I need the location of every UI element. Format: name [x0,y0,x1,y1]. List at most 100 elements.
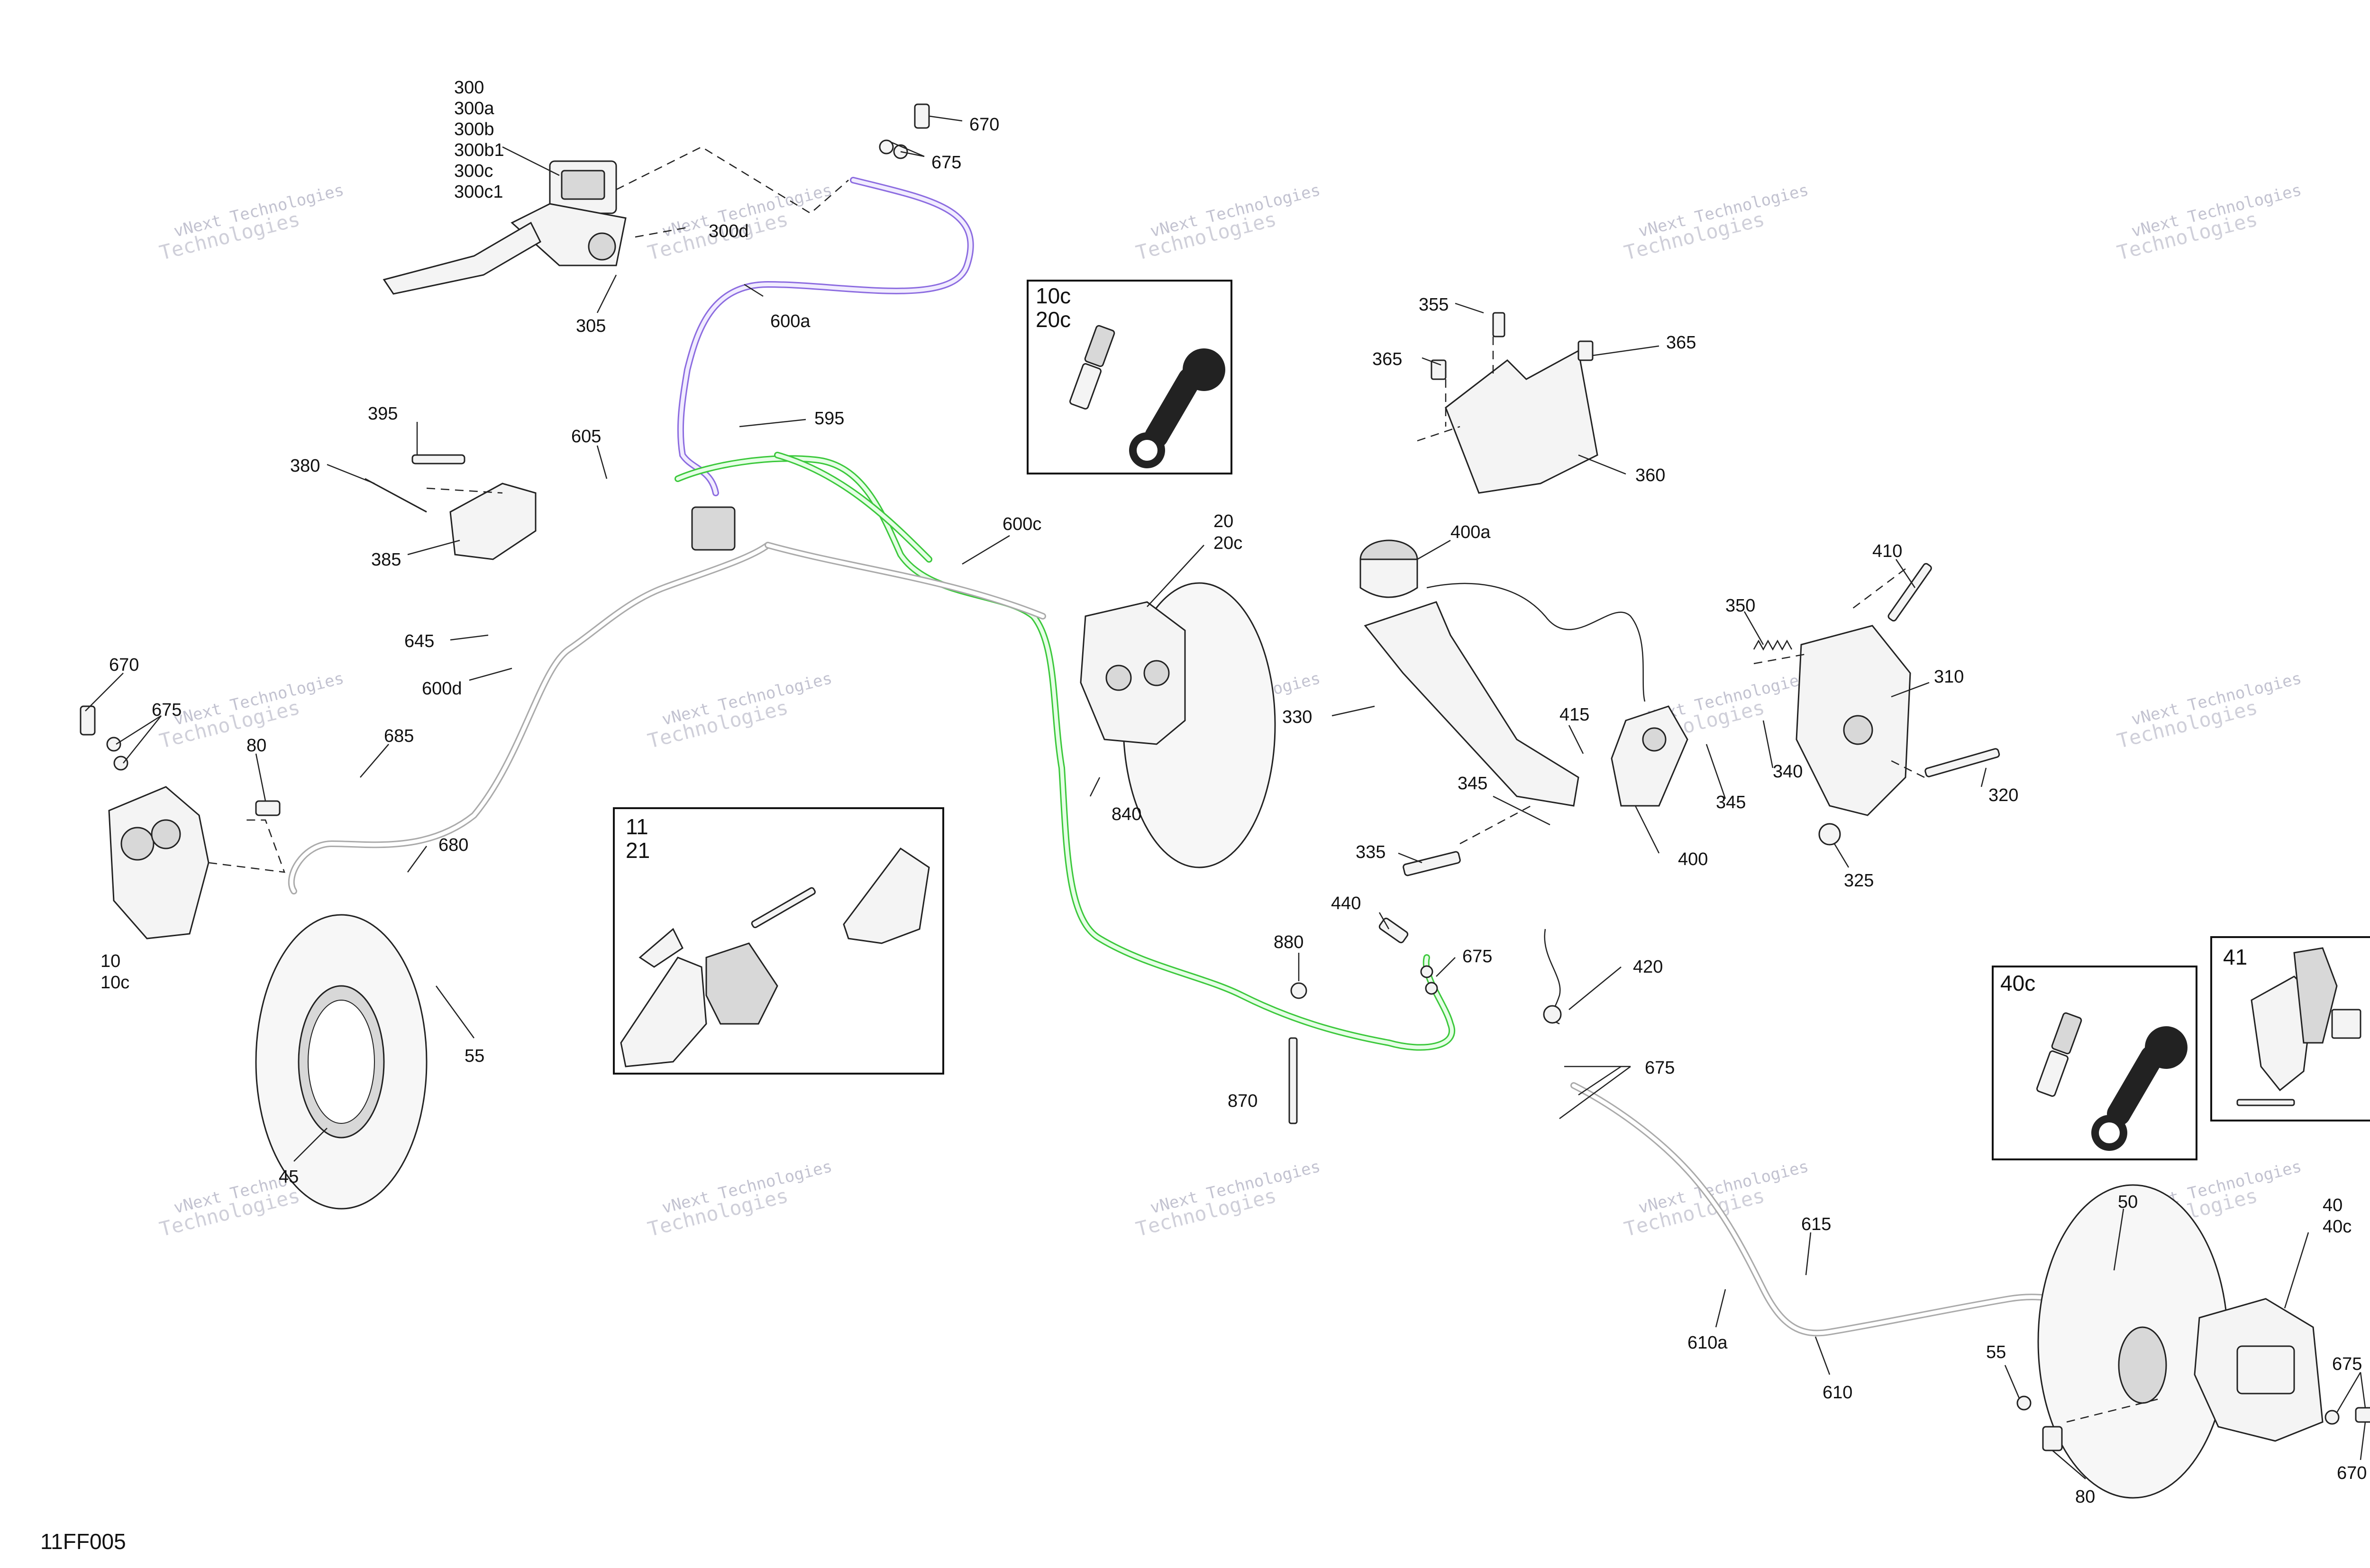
callout-310: 310 [1934,667,1964,687]
inset-label-41: 41 [2223,945,2247,969]
callout-50: 50 [2118,1192,2138,1212]
callout-320: 320 [1988,785,2018,805]
callout-300d: 300d [709,221,749,241]
callout-385: 385 [371,550,401,570]
wheel-speed-sensor-420 [1543,929,1562,1025]
callout-350: 350 [1725,596,1755,616]
callout-10: 10 [100,951,120,971]
callout-355: 355 [1419,295,1449,315]
reservoir-400a [1359,539,1646,702]
hose-600c [675,452,1455,1051]
rear-caliper-40 [2016,1298,2370,1451]
callout-300b: 300b [454,119,494,139]
callout-615: 615 [1801,1214,1831,1234]
inset-bleeder-rear: 40c [1992,966,2197,1160]
spring-350 [1753,639,1793,651]
callout-600a: 600a [770,311,811,331]
callout-600d: 600d [422,679,462,699]
brake-pad-icon [620,847,930,1067]
watermark: vNext Technologies Technologies [157,181,346,264]
callout-300c1: 300c1 [454,182,503,202]
callout-610: 610 [1823,1383,1852,1403]
watermark: vNext Technologies Technologies [1622,181,1810,264]
callout-20: 20 [1213,511,1233,531]
hose-600d [288,542,1046,894]
callout-300b1: 300b1 [454,140,504,160]
watermark: vNext Technologies Technologies [1622,1157,1810,1241]
hose-junction-block [691,506,736,551]
callout-345-right: 345 [1716,793,1746,812]
callout-400: 400 [1678,849,1708,869]
callout-40c: 40c [2323,1217,2352,1237]
callout-325: 325 [1844,871,1874,891]
bolts [1403,563,2000,876]
inset-label-40c: 40c [2000,971,2035,995]
watermark: vNext Technologies Technologies [1133,181,1322,264]
rear-master-cylinder-400 [1611,705,1688,807]
callout-400a: 400a [1450,522,1491,542]
bleeder-cap-icon [1129,348,1225,468]
watermark: vNext Technologies Technologies [1133,1157,1322,1241]
callout-420: 420 [1633,957,1663,977]
callout-365-right: 365 [1666,333,1696,353]
pin-870 [1288,982,1307,1124]
callout-55-right: 55 [1986,1342,2006,1362]
watermark: vNext Technologies Technologies [645,1157,834,1241]
callout-365-left: 365 [1372,349,1402,369]
callout-880: 880 [1274,932,1304,952]
callout-55-left: 55 [465,1046,484,1066]
callout-870: 870 [1228,1091,1258,1111]
inset-bleeder-front: 10c 20c [1027,280,1232,474]
callout-20c: 20c [1213,533,1242,553]
watermark: vNext Technologies Technologies [2115,669,2303,753]
inset-label-11: 11 [626,814,648,839]
leader-lines [85,115,2366,1479]
callout-45: 45 [279,1167,299,1187]
callout-300: 300 [454,78,484,98]
callout-675-sensor: 675 [1645,1058,1675,1078]
callout-80-right: 80 [2075,1487,2095,1507]
bleeder-screw-icon [1069,325,1115,410]
callout-675-left: 675 [152,700,182,720]
callout-300c: 300c [454,161,493,181]
callout-360: 360 [1635,465,1665,485]
brake-hoses [288,177,2165,1359]
hose-600a [677,177,974,496]
callout-595: 595 [814,409,844,428]
bracket-385 [365,454,537,560]
front-disc-20 [1080,582,1276,868]
callout-840: 840 [1112,804,1141,824]
inset-label-21: 21 [626,838,650,863]
callout-labels: 300 300a 300b 300b1 300c 300c1 300d 305 … [100,78,2367,1507]
watermark: vNext Technologies Technologies [2115,181,2303,264]
callout-675-mid: 675 [1462,947,1492,966]
brake-pedal-330 [1364,601,1579,807]
bleeder-cap-icon [2091,1026,2188,1151]
front-caliper-10 [108,786,281,939]
callout-605: 605 [571,427,601,447]
callout-410: 410 [1872,541,1902,561]
callout-600c: 600c [1003,514,1041,534]
callout-670-left: 670 [109,655,139,675]
callout-300a: 300a [454,99,494,119]
callout-645: 645 [404,631,434,651]
bleeder-screw-icon [2036,1012,2082,1097]
callout-395: 395 [368,404,398,424]
callout-675-right: 675 [2332,1354,2362,1374]
callout-340: 340 [1773,762,1803,782]
bleeder-left [80,705,128,771]
inset-pads-rear: 41 [2210,936,2370,1121]
callout-675-top: 675 [931,153,961,173]
callout-415: 415 [1559,705,1589,725]
callout-305: 305 [576,316,606,336]
inset-label-20c: 20c [1036,307,1071,332]
banjo-bolt-top [879,103,930,159]
callout-670-top: 670 [969,115,999,135]
callout-330: 330 [1282,707,1312,727]
callout-80-left: 80 [246,736,266,756]
inset-label-10c: 10c [1036,283,1071,308]
callout-10c: 10c [100,973,129,993]
callout-680: 680 [438,835,468,855]
brake-pad-icon [2236,947,2361,1106]
bracket-310 [1796,625,1911,816]
